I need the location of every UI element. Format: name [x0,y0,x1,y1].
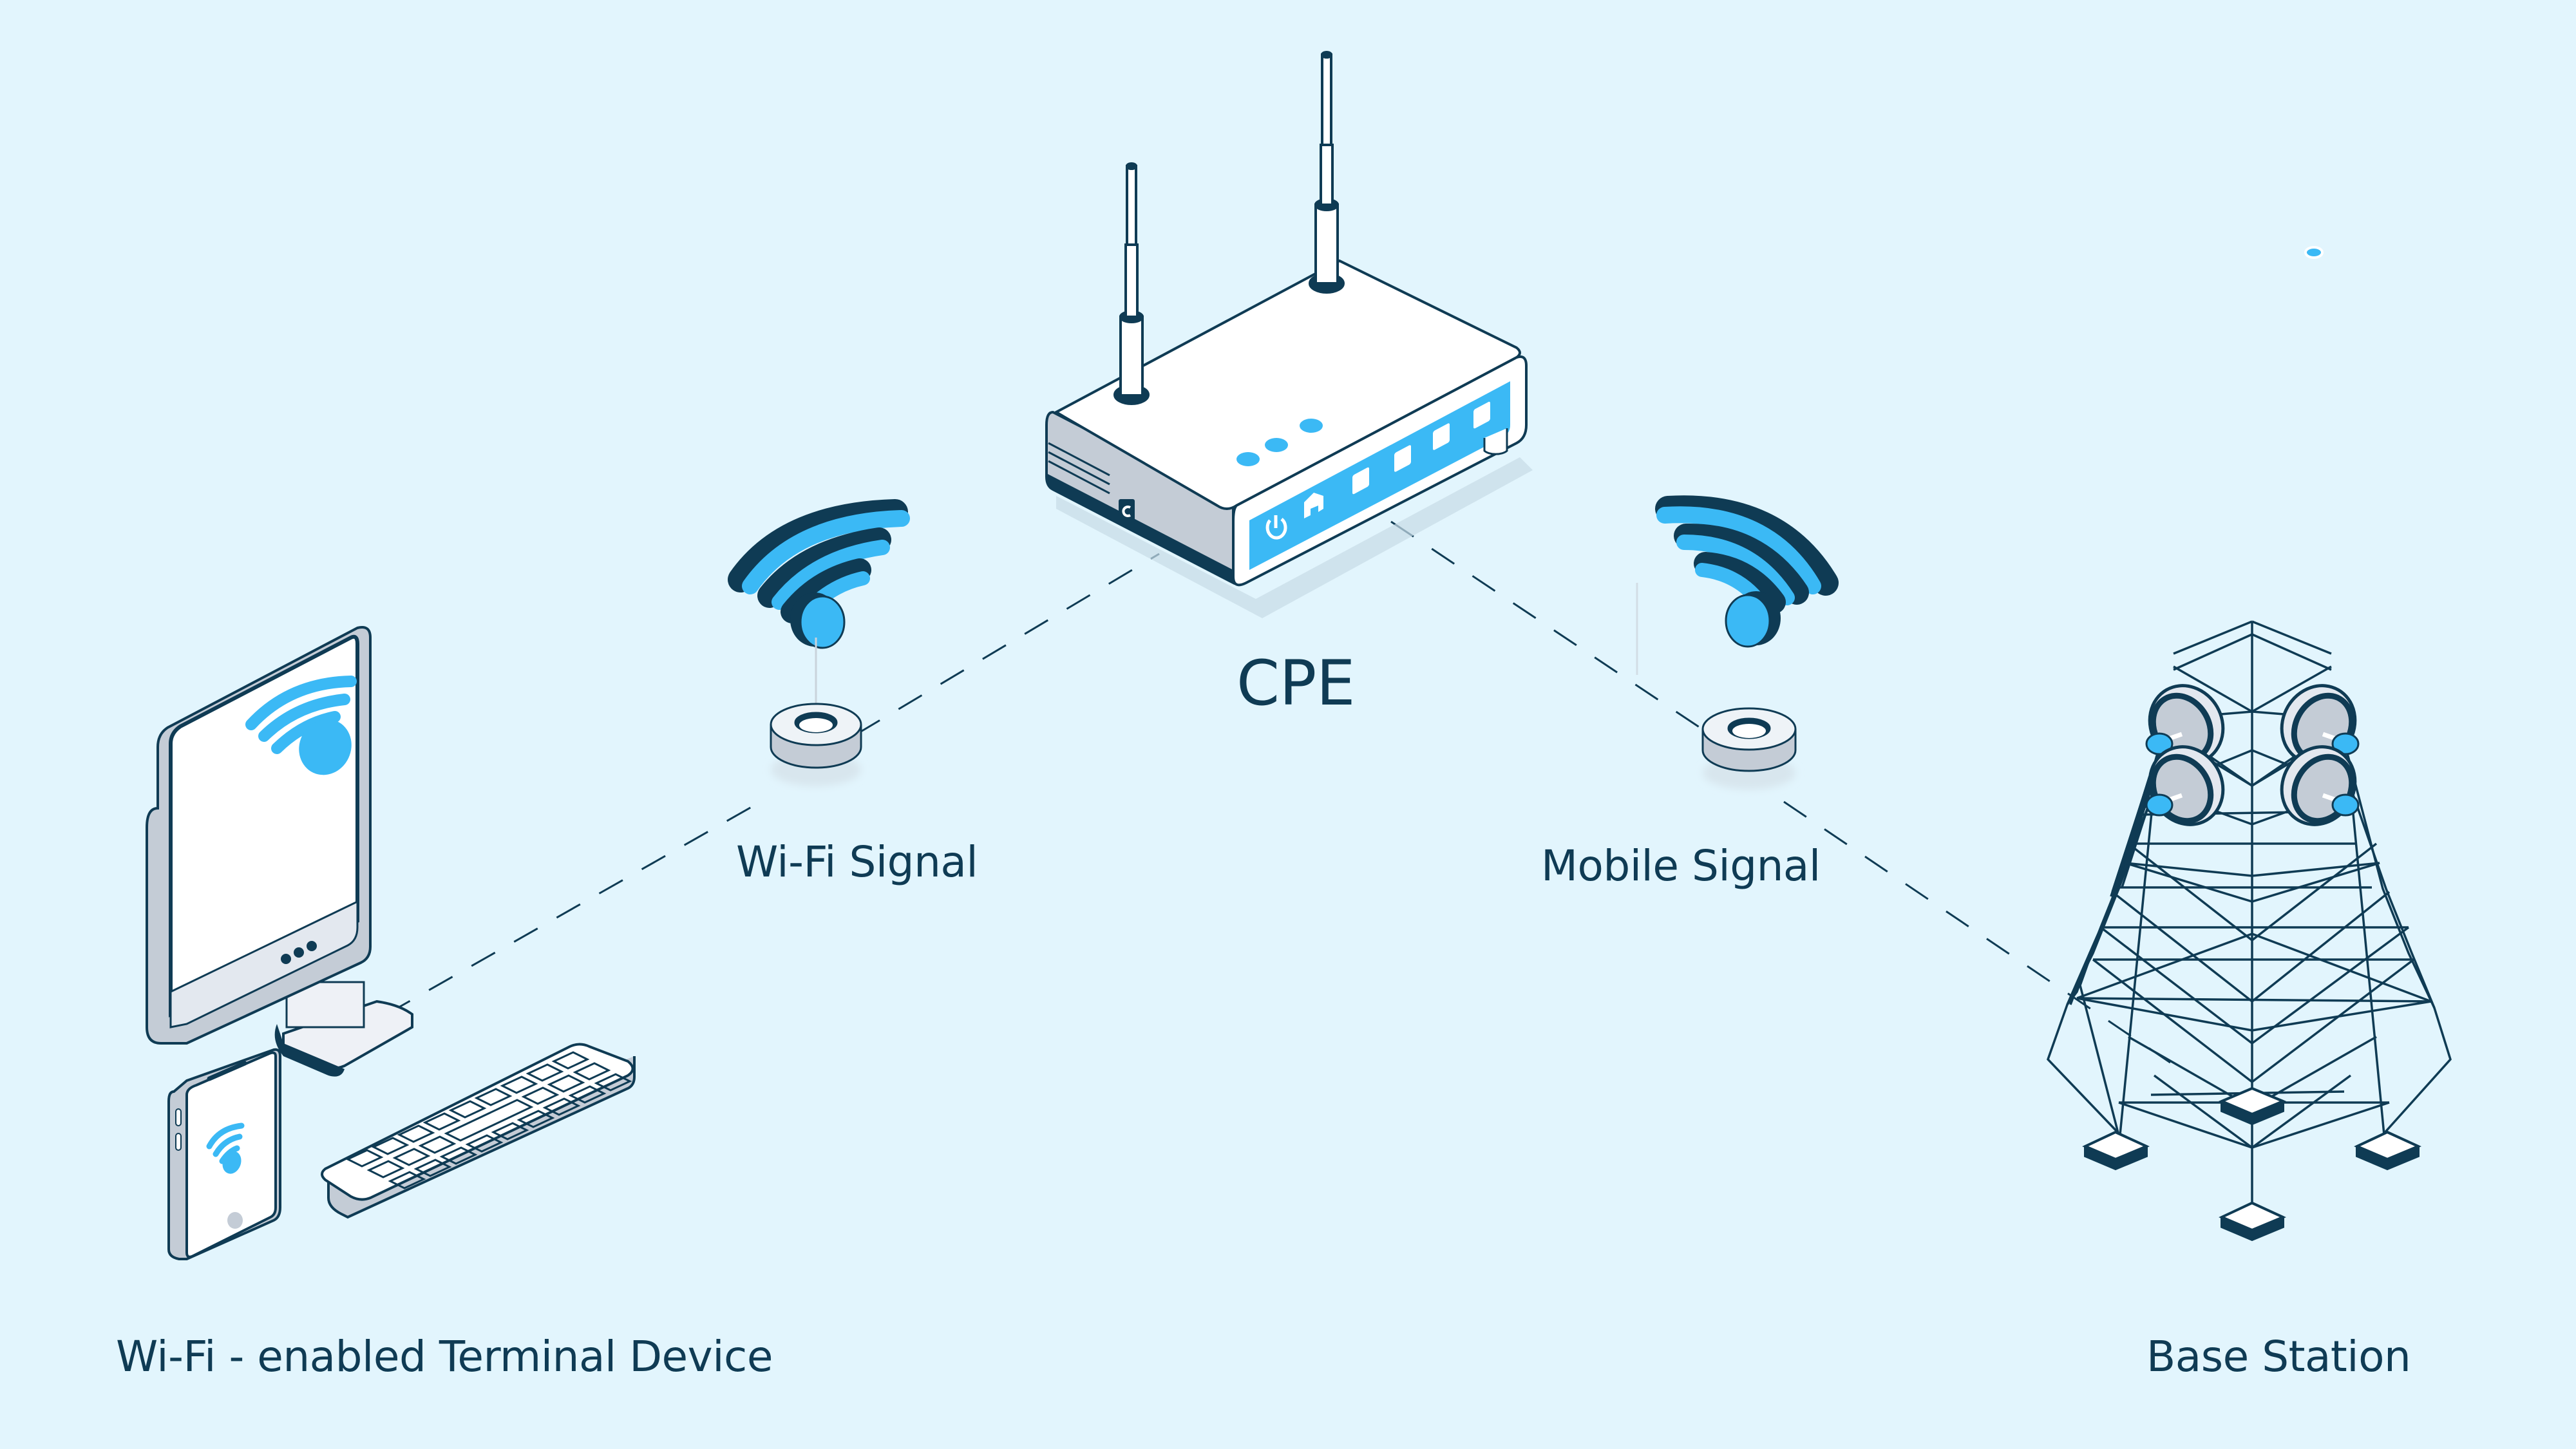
ethernet-port-icon [1394,445,1411,472]
keyboard-key [568,1085,607,1104]
keyboard-key [418,1135,457,1154]
keyboard [321,1043,636,1219]
connection-wifi-to-cpe [856,553,1160,735]
keyboard-key [392,1148,431,1166]
keyboard-key [500,1075,538,1094]
keyboard-key [526,1063,564,1082]
mobile-signal-icon [1636,495,1839,675]
keyboard-key [397,1124,435,1143]
tower-antenna-panels [2145,684,2360,826]
monitor-buttons [281,941,317,964]
ethernet-port-icon [1352,467,1369,495]
wifi-signal-base-ring [770,703,862,786]
home-icon [1304,493,1323,518]
mobile-signal-label: Mobile Signal [1541,841,1821,891]
footing-front [2219,1201,2286,1242]
base-station-tower [2046,620,2452,1242]
base-station-label: Base Station [2146,1332,2411,1381]
keyboard-key [366,1160,405,1179]
keyboard-key [388,1171,426,1189]
tower-footings [2082,1086,2421,1242]
keyboard-key [521,1086,560,1105]
keyboard-key [547,1074,585,1093]
keyboard-key [474,1088,513,1106]
terminal-device-label: Wi-Fi - enabled Terminal Device [116,1332,773,1381]
ethernet-port-icon [1473,401,1490,429]
power-icon [1265,515,1287,540]
keyboard-key [413,1159,452,1177]
terminal-devices [146,626,636,1260]
ethernet-port-icon [1433,423,1450,450]
router-antenna-right [1309,51,1345,294]
keyboard-key [573,1062,611,1081]
wifi-signal-label: Wi-Fi Signal [736,837,978,887]
keyboard-key [448,1100,487,1119]
antenna-bottom-left [2145,745,2225,826]
connection-lines [386,520,2171,1064]
router-antenna-left [1113,162,1150,405]
connection-cpe-to-mobile [1390,520,1701,729]
keyboard-key [371,1137,410,1155]
router-status-leds [1236,419,1323,466]
connection-mobile-to-base [1783,800,2171,1064]
keyboard-key [491,1122,529,1141]
monitor-wifi-icon [245,676,357,754]
keyboard-keys [345,1051,632,1189]
keyboard-key [542,1097,581,1116]
keyboard-key [439,1146,478,1165]
footing-back [2218,1086,2287,1126]
keyboard-key [422,1112,461,1131]
keyboard-key [465,1134,504,1153]
router-reset-button [1119,499,1135,525]
decorative-dot [2304,246,2324,259]
tower-lattice [2046,620,2452,1227]
antenna-bottom-right [2280,745,2360,826]
cpe-label: CPE [1236,647,1356,719]
footing-right [2354,1130,2421,1171]
cpe-router [1045,51,1533,618]
keyboard-key [345,1149,384,1168]
keyboard-key [516,1110,555,1128]
connection-terminal-to-wifi [386,797,767,1016]
mobile-signal-base-ring [1701,707,1797,790]
keyboard-key [594,1073,632,1092]
footing-left [2082,1130,2150,1171]
keyboard-spacebar [444,1099,534,1142]
keyboard-key [551,1051,590,1070]
wifi-signal-icon [728,499,910,705]
